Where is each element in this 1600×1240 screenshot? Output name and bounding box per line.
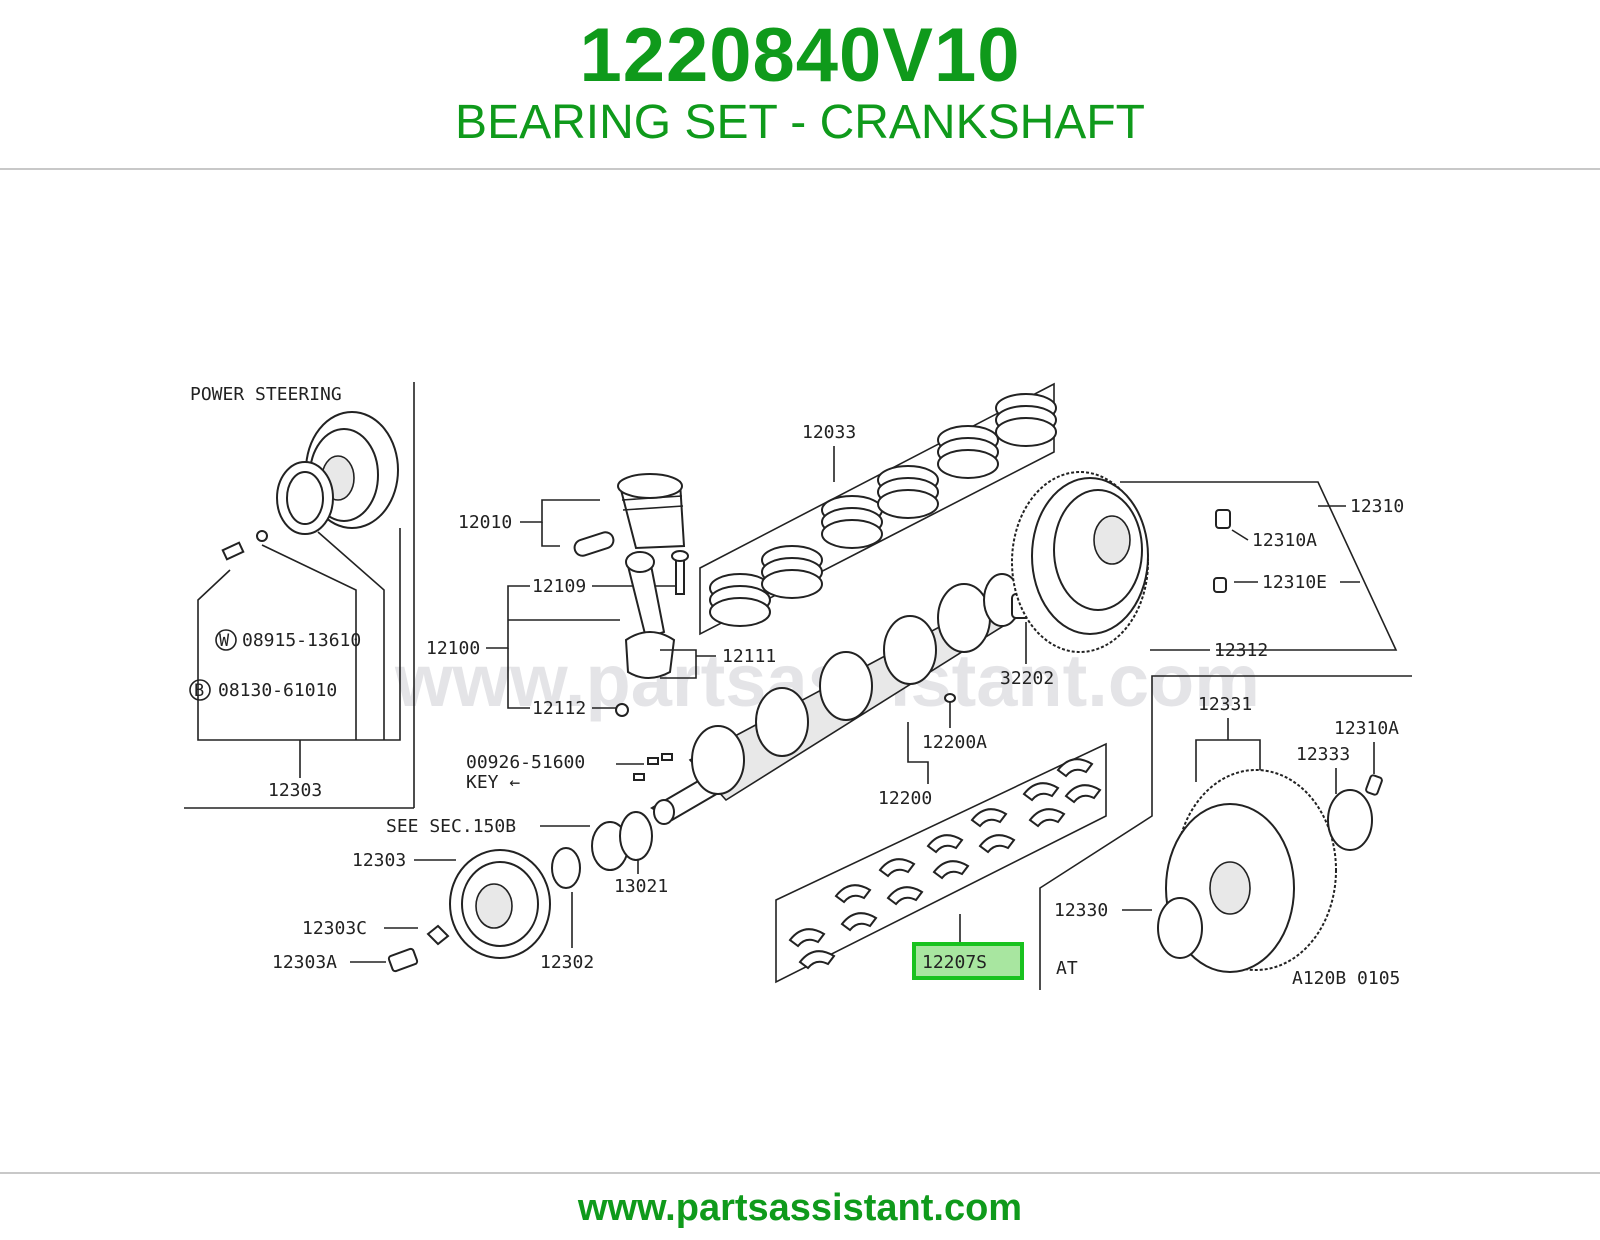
crank-gear[interactable] bbox=[619, 811, 653, 861]
part-number-title: 1220840V10 bbox=[579, 13, 1021, 98]
callout-12200[interactable]: 12200 bbox=[878, 788, 932, 809]
callout-12331[interactable]: 12331 bbox=[1198, 694, 1252, 715]
callout-00926[interactable]: 00926-51600 bbox=[466, 752, 585, 773]
callout-12100[interactable]: 12100 bbox=[426, 638, 480, 659]
callout-12310A-top[interactable]: 12310A bbox=[1252, 530, 1317, 551]
figure-code: A120B 0105 bbox=[1292, 968, 1400, 989]
callout-12312[interactable]: 12312 bbox=[1214, 640, 1268, 661]
callout-12010[interactable]: 12010 bbox=[458, 512, 512, 533]
key-label: KEY ← bbox=[466, 772, 520, 793]
bearing-shells[interactable] bbox=[788, 758, 1102, 970]
spacer-plate[interactable] bbox=[1157, 897, 1203, 959]
rod-cap[interactable] bbox=[624, 631, 676, 679]
callout-32202[interactable]: 32202 bbox=[1000, 668, 1054, 689]
callout-12310[interactable]: 12310 bbox=[1350, 496, 1404, 517]
drive-plate-at-group: 12331 12310A 12333 12330 AT A120B 0105 bbox=[1054, 694, 1400, 989]
dowel-pin[interactable] bbox=[1213, 577, 1227, 593]
bottom-divider bbox=[0, 1172, 1600, 1174]
callout-12330[interactable]: 12330 bbox=[1054, 900, 1108, 921]
callout-12303[interactable]: 12303 bbox=[352, 850, 406, 871]
part-name-subtitle: BEARING SET - CRANKSHAFT bbox=[455, 96, 1145, 149]
woodruff-key[interactable] bbox=[647, 757, 659, 765]
reinforcement-plate[interactable] bbox=[1327, 789, 1373, 851]
mt-at-divider bbox=[1039, 675, 1412, 990]
connecting-rod-assembly: 12109 12100 12112 12111 bbox=[426, 550, 776, 719]
callout-13021[interactable]: 13021 bbox=[614, 876, 668, 897]
pulley-washer[interactable] bbox=[426, 924, 450, 946]
highlight-box-12207S[interactable] bbox=[912, 942, 1024, 980]
main-bearing-set: 12207S bbox=[775, 742, 1107, 984]
piston-assembly: 12010 bbox=[458, 473, 686, 558]
top-divider bbox=[0, 168, 1600, 170]
header: 1220840V10 BEARING SET - CRANKSHAFT bbox=[0, 0, 1600, 168]
pulley-bolt[interactable] bbox=[387, 947, 419, 973]
callout-12333[interactable]: 12333 bbox=[1296, 744, 1350, 765]
callout-12303C[interactable]: 12303C bbox=[302, 918, 367, 939]
callout-12303-inset[interactable]: 12303 bbox=[268, 780, 322, 801]
callout-12200A[interactable]: 12200A bbox=[922, 732, 987, 753]
callout-12112[interactable]: 12112 bbox=[532, 698, 586, 719]
see-sec-label: SEE SEC.150B bbox=[386, 816, 516, 837]
w-part-code: 08915-13610 bbox=[242, 630, 361, 651]
callout-12303A[interactable]: 12303A bbox=[272, 952, 337, 973]
flywheel-bolt[interactable] bbox=[1215, 509, 1231, 529]
callout-12302[interactable]: 12302 bbox=[540, 952, 594, 973]
piston-rings[interactable] bbox=[709, 393, 1057, 627]
oil-seal[interactable] bbox=[551, 847, 581, 889]
b-marker: B bbox=[194, 681, 204, 701]
power-steering-label: POWER STEERING bbox=[190, 384, 342, 405]
drive-plate-bolt[interactable] bbox=[1365, 774, 1383, 796]
crank-pulley-group: 12303 12303C 12303A 12302 bbox=[272, 849, 594, 973]
b-part-code: 08130-61010 bbox=[218, 680, 337, 701]
piston-pin[interactable] bbox=[573, 530, 616, 558]
at-label: AT bbox=[1056, 958, 1078, 979]
callout-12310E[interactable]: 12310E bbox=[1262, 572, 1327, 593]
footer-url[interactable]: www.partsassistant.com bbox=[577, 1187, 1023, 1229]
callout-12109[interactable]: 12109 bbox=[532, 576, 586, 597]
power-steering-inset: POWER STEERING W 08915-13610 B 08130-610… bbox=[184, 382, 415, 809]
flywheel-mt-group: 12310 12310A 12310E 12312 bbox=[1011, 471, 1404, 661]
crankshaft-group: 32202 12200A 12200 00926-51600 KEY ← SEE… bbox=[386, 573, 1054, 897]
callout-12310A-right[interactable]: 12310A bbox=[1334, 718, 1399, 739]
callout-12207S[interactable]: 12207S bbox=[922, 952, 987, 973]
power-steering-bolt[interactable] bbox=[221, 541, 245, 561]
w-marker: W bbox=[219, 631, 230, 651]
piston-ring-set: 12033 bbox=[699, 382, 1057, 636]
callout-12033[interactable]: 12033 bbox=[802, 422, 856, 443]
callout-12111[interactable]: 12111 bbox=[722, 646, 776, 667]
rod-bolt[interactable] bbox=[675, 557, 685, 595]
rod-nut[interactable] bbox=[615, 703, 629, 717]
